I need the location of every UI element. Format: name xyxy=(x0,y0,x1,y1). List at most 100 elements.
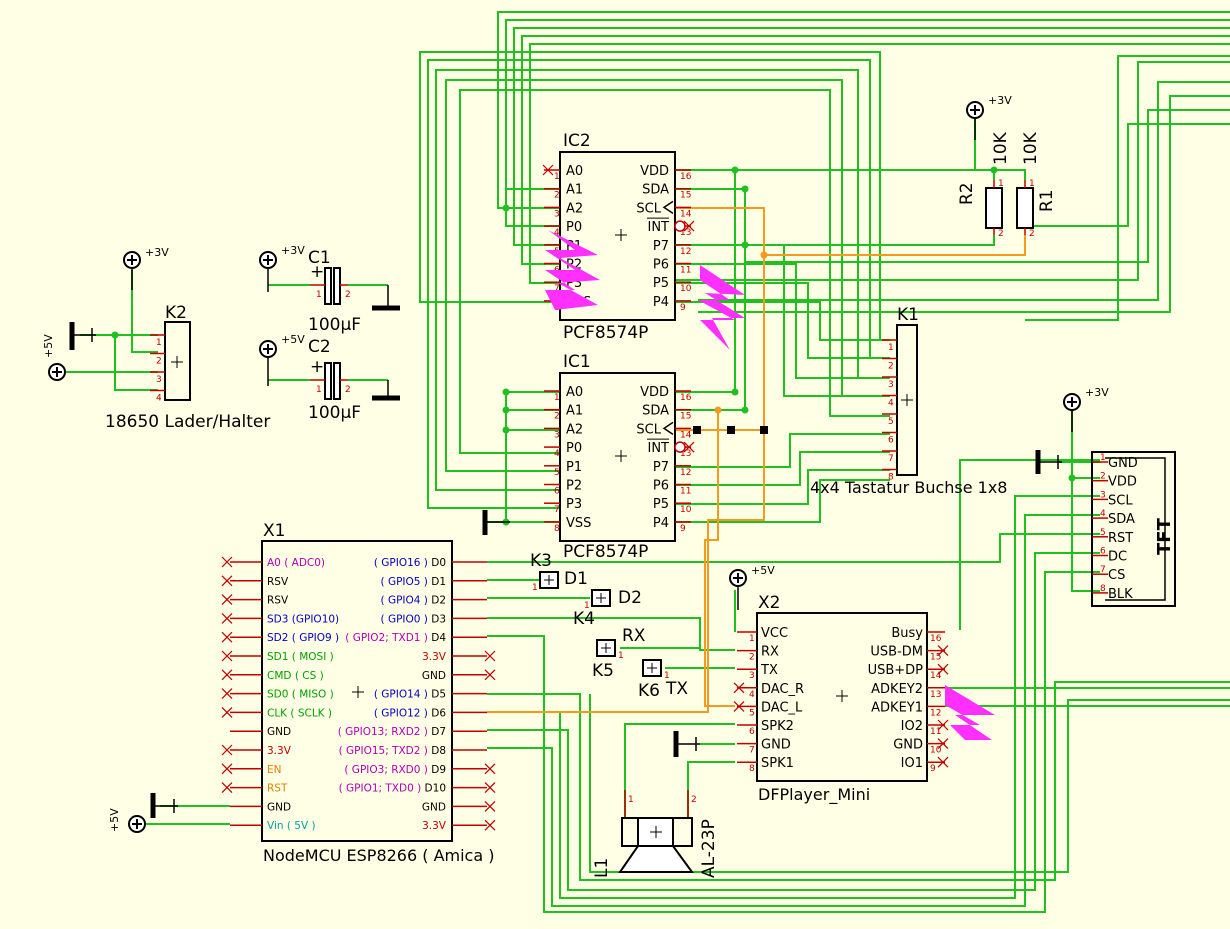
k1-pin-num: 3 xyxy=(888,380,894,390)
x1-right-pin: ( GPIO15; TXD2 ) D8 xyxy=(339,745,446,757)
c2-p2: 2 xyxy=(345,385,351,395)
k2-pin-num: 3 xyxy=(156,375,162,385)
ic2-pin-p5: P5 xyxy=(653,276,669,291)
ic1-pin-p7: P7 xyxy=(653,460,669,475)
x2-pin-num: 16 xyxy=(930,634,942,644)
tft-pin-num: 5 xyxy=(1100,528,1106,538)
ic2-ref: IC2 xyxy=(563,131,591,151)
c2-value: 100µF xyxy=(308,403,361,423)
k2-label: 18650 Lader/Halter xyxy=(105,412,270,432)
x1-left-pin: 3.3V xyxy=(267,745,292,757)
k6-pad[interactable]: K6 TX 1 xyxy=(638,659,688,701)
ic1-pin-num: 14 xyxy=(680,430,692,440)
tft-pin-vdd: VDD xyxy=(1108,475,1137,490)
ic2-pin-num: 4 xyxy=(554,228,560,238)
ic2-pin-scl: SCL xyxy=(636,201,661,216)
ic1-pin-num: 1 xyxy=(554,393,560,403)
x1-nodemcu[interactable]: X1 NodeMCU ESP8266 ( Amica ) A0 ( ADC0)(… xyxy=(221,521,496,865)
ic1-pin-num: 10 xyxy=(680,505,692,515)
x2-pin-num: 6 xyxy=(749,727,755,737)
svg-text:+3V: +3V xyxy=(281,244,305,257)
ground-symbols xyxy=(69,285,1062,818)
k6-num: 1 xyxy=(664,671,670,681)
ic1-pin-p1: P1 xyxy=(566,460,582,475)
x1-left-pin: RSV xyxy=(267,576,289,588)
ic1-pin-a0: A0 xyxy=(566,385,583,400)
power-3v-r: +3V xyxy=(966,94,1012,140)
k1-pin-num: 7 xyxy=(888,454,894,464)
k4-pad[interactable]: K4 D2 1 xyxy=(573,588,642,629)
l1-speaker[interactable]: L1 AL-23P 1 2 xyxy=(592,790,719,878)
tft-pin-sda: SDA xyxy=(1108,512,1135,527)
ic1-pin-scl: SCL xyxy=(636,422,661,437)
power-3v-c1: +3V xyxy=(259,244,305,292)
x2-pin-usb-dm: USB-DM xyxy=(870,645,923,660)
r1-p2: 2 xyxy=(1029,229,1035,239)
k3-pad[interactable]: K3 D1 1 xyxy=(530,551,588,593)
ic2-pin-a2: A2 xyxy=(566,201,583,216)
ic2-pin-p0: P0 xyxy=(566,220,582,235)
svg-text:+5V: +5V xyxy=(108,808,121,832)
x1-right-pin: ( GPIO13; RXD2 ) D7 xyxy=(338,726,446,738)
x1-right-pin: ( GPIO14 ) D5 xyxy=(374,689,446,701)
x2-pin-tx: TX xyxy=(760,663,778,678)
ic2-part: PCF8574P xyxy=(563,323,648,343)
x1-left-pin: RST xyxy=(267,783,288,795)
r1-value: 10K xyxy=(1021,131,1041,165)
ic1-part: PCF8574P xyxy=(563,542,648,562)
tft-pin-num: 6 xyxy=(1100,547,1106,557)
k1-label: 4x4 Tastatur Buchse 1x8 xyxy=(810,478,1007,497)
x2-pin-io1: IO1 xyxy=(901,756,923,771)
x2-pin-vcc: VCC xyxy=(761,626,788,641)
ic2-pin-num: 3 xyxy=(554,209,560,219)
x2-pin-num: 4 xyxy=(749,690,755,700)
ic1-pin-num: 4 xyxy=(554,449,560,459)
k5-label: RX xyxy=(622,626,646,646)
r2-resistor[interactable]: R2 10K 1 2 xyxy=(957,131,1011,239)
k5-pad[interactable]: K5 RX 1 xyxy=(592,626,646,681)
ic1-pin-sda: SDA xyxy=(642,404,669,419)
tft-pin-num: 3 xyxy=(1100,490,1106,500)
l1-p1: 1 xyxy=(628,795,634,805)
svg-text:+3V: +3V xyxy=(145,246,169,259)
ic2-pin-num: 11 xyxy=(680,266,691,276)
c2-capacitor[interactable]: C2 + 100µF 1 2 xyxy=(308,337,361,423)
ic1-pin-num: 16 xyxy=(680,393,692,403)
ic1-pin-num: 9 xyxy=(680,524,686,534)
k5-ref: K5 xyxy=(592,661,614,681)
x2-pin-num: 7 xyxy=(749,746,755,756)
r1-ref: R1 xyxy=(1037,189,1057,212)
r1-resistor[interactable]: R1 10K 1 2 xyxy=(1016,131,1057,239)
r2-p2: 2 xyxy=(998,229,1004,239)
x2-pin-dac_r: DAC_R xyxy=(761,682,804,697)
r1-p1: 1 xyxy=(1029,179,1035,189)
ic2-pin-num: 16 xyxy=(680,172,692,182)
power-3v-k2: +3V xyxy=(123,246,169,290)
ic2-pin-vdd: VDD xyxy=(640,164,669,179)
tft-pin-scl: SCL xyxy=(1108,493,1133,508)
k1-pin-num: 8 xyxy=(888,473,894,483)
x2-pin-num: 3 xyxy=(749,671,755,681)
c1-capacitor[interactable]: C1 + 100µF 1 2 xyxy=(308,248,361,335)
ic1-pin-p2: P2 xyxy=(566,479,582,494)
x1-left-pin: EN xyxy=(267,764,282,776)
x1-left-pin: SD0 ( MISO ) xyxy=(267,689,334,701)
ic1-pin-p0: P0 xyxy=(566,441,582,456)
tft-pin-blk: BLK xyxy=(1108,587,1133,602)
x1-left-pin: SD2 ( GPIO9 ) xyxy=(267,632,339,644)
ic2-pin-p4: P4 xyxy=(653,295,669,310)
k1-pin-num: 2 xyxy=(888,362,894,372)
x2-pin-num: 11 xyxy=(930,727,941,737)
ic2-pin-num: 14 xyxy=(680,209,692,219)
ic2-pin-num: 7 xyxy=(554,284,560,294)
k2-pin-num: 2 xyxy=(156,357,162,367)
r2-p1: 1 xyxy=(998,179,1004,189)
x2-pin-gnd: GND xyxy=(761,738,791,753)
x2-ref: X2 xyxy=(758,593,780,613)
